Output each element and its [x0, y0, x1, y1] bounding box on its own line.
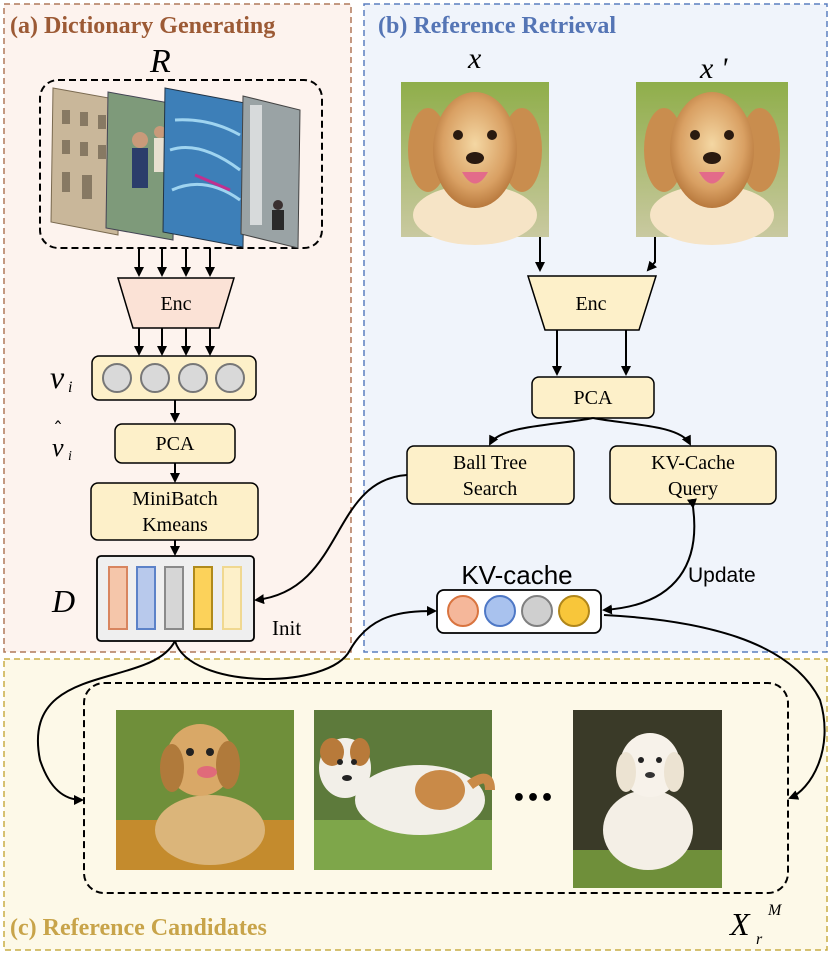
section-a-title: (a) Dictionary Generating — [10, 13, 275, 39]
feature-vector-circles — [102, 363, 245, 393]
kv-cache-box — [436, 589, 602, 634]
kv-query-label-1: KV-Cache — [651, 452, 735, 474]
arrow-dict-to-kvcache — [174, 606, 437, 680]
section-b-title: (b) Reference Retrieval — [378, 13, 616, 39]
candidate-image-2 — [314, 710, 495, 870]
symbol-v-i: v — [50, 359, 65, 395]
ball-tree-label-2: Search — [463, 478, 517, 500]
image-set-frame — [39, 79, 323, 249]
encoder-b — [526, 275, 658, 331]
symbol-v-i-sub: i — [68, 379, 72, 396]
symbol-X: X — [728, 906, 751, 942]
kv-cache-label: KV-cache — [461, 560, 572, 590]
arrows-enc-to-pca-b — [552, 330, 631, 376]
image-street — [240, 95, 301, 249]
encoder-a — [116, 277, 236, 329]
symbol-X-sup: M — [767, 902, 783, 919]
ball-tree-label-1: Ball Tree — [453, 452, 527, 474]
encoder-b-label: Enc — [575, 293, 606, 315]
symbol-X-sub: r — [756, 931, 763, 948]
image-water — [162, 87, 246, 248]
arrow-balltree-to-dictionary — [254, 474, 408, 605]
kv-cache-entries — [447, 595, 590, 627]
candidate-image-3 — [573, 710, 722, 888]
kv-query-label-2: Query — [668, 478, 718, 500]
query-image-x — [401, 82, 549, 245]
candidates-frame — [83, 682, 789, 894]
encoder-a-label: Enc — [160, 293, 191, 315]
pca-b-label: PCA — [574, 387, 613, 409]
query-image-x-prime — [636, 82, 788, 245]
arrow-dict-to-candidates — [37, 640, 176, 805]
candidate-image-1 — [116, 710, 294, 870]
minibatch-label-1: MiniBatch — [132, 488, 218, 510]
arrows-pca-split — [489, 417, 691, 446]
pca-a-label: PCA — [156, 433, 195, 455]
symbol-R: R — [149, 43, 171, 80]
arrows-images-to-enc — [134, 248, 215, 277]
dictionary-entries — [108, 566, 242, 630]
symbol-v-hat-accent: ˆ — [53, 417, 63, 441]
symbol-D: D — [51, 583, 75, 619]
symbol-x: x — [467, 42, 482, 75]
arrows-query-to-enc — [535, 237, 658, 272]
arrow-kvquery-kvcache — [602, 498, 697, 615]
arrow-kvcache-to-candidates — [603, 614, 826, 800]
update-label: Update — [688, 564, 756, 587]
symbol-v-hat-sub: i — [68, 449, 72, 464]
section-c-title: (c) Reference Candidates — [10, 915, 267, 941]
ellipsis: ••• — [512, 786, 554, 811]
symbol-x-prime: x ' — [699, 52, 728, 85]
image-stack — [50, 87, 301, 249]
symbol-v-hat: v — [52, 433, 64, 462]
arrows-enc-to-features — [134, 328, 215, 356]
init-label: Init — [272, 616, 301, 640]
minibatch-label-2: Kmeans — [142, 514, 208, 536]
